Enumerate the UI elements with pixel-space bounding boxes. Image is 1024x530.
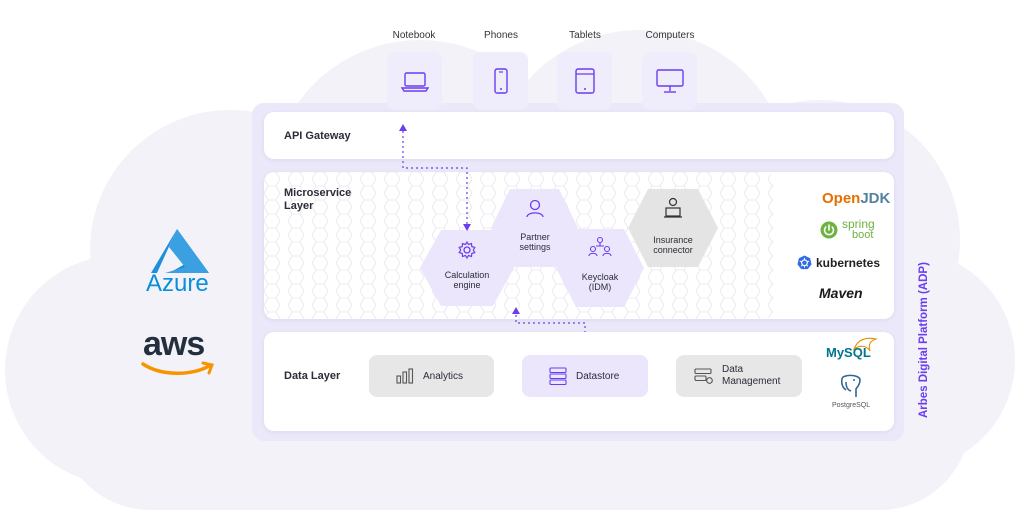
- calc-engine-label: Calculation engine: [432, 270, 502, 290]
- mysql-word: MySQL: [826, 345, 871, 360]
- data-layer-title: Data Layer: [284, 370, 341, 382]
- arrowhead-down-calc: [463, 224, 471, 231]
- mysql-logo: MySQL: [826, 337, 878, 360]
- insurance-line2: connector: [653, 245, 693, 255]
- insurance-line1: Insurance: [653, 235, 693, 245]
- datastore-label: Datastore: [576, 370, 620, 382]
- data-management-line1: Data: [722, 364, 744, 375]
- server-stack-icon: [549, 367, 567, 386]
- kubernetes-word: kubernetes: [816, 255, 881, 270]
- partner-settings-label: Partner settings: [500, 232, 570, 252]
- openjdk-logo: OpenJDK: [822, 190, 890, 207]
- microservice-title-line1: Microservice: [284, 187, 352, 199]
- device-tablets: [557, 52, 612, 110]
- connector-gateway-to-calc: [402, 126, 468, 228]
- platform-label: Arbes Digital Platform (ADP): [918, 262, 930, 418]
- people-network-icon: [588, 236, 612, 257]
- arrowhead-up-micro: [512, 307, 520, 314]
- keycloak-label: Keycloak (IDM): [565, 272, 635, 292]
- elephant-icon: [840, 374, 861, 397]
- gear-icon: [458, 240, 476, 260]
- server-gear-icon: [694, 368, 713, 384]
- azure-label: Azure: [146, 270, 209, 297]
- boot-word: boot: [852, 229, 874, 241]
- analytics-box: Analytics: [369, 355, 494, 397]
- user-icon: [526, 199, 544, 218]
- spring-word: spring: [842, 217, 875, 231]
- postgresql-label: PostgreSQL: [832, 402, 871, 409]
- device-notebook: [387, 52, 442, 110]
- kubernetes-logo: kubernetes: [797, 255, 880, 270]
- keycloak-line1: Keycloak: [581, 272, 619, 282]
- kubernetes-helm-icon: [797, 255, 812, 270]
- computer-icon: [655, 69, 684, 93]
- api-gateway-panel: [264, 112, 894, 159]
- phone-icon: [493, 68, 508, 94]
- openjdk-open: Open: [822, 190, 861, 207]
- insurance-connector-label: Insurance connector: [638, 235, 708, 255]
- device-computers: [642, 52, 697, 110]
- spring-power-icon: [820, 221, 838, 239]
- spring-boot-logo: spring boot: [820, 217, 875, 241]
- hex-insurance-connector: [628, 189, 718, 267]
- openjdk-jdk: JDK: [860, 190, 891, 207]
- calc-engine-line1: Calculation: [444, 270, 490, 280]
- device-label-computers: Computers: [645, 30, 695, 41]
- analytics-label: Analytics: [423, 370, 464, 382]
- data-management-box: Data Management: [676, 355, 802, 397]
- tablet-icon: [574, 68, 595, 94]
- bar-chart-icon: [396, 368, 414, 384]
- calc-engine-line2: engine: [453, 280, 481, 290]
- data-management-line2: Management: [722, 376, 781, 387]
- arrowhead-up-gateway: [399, 124, 407, 131]
- hex-partner-settings: [491, 189, 578, 267]
- partner-settings-line2: settings: [519, 242, 551, 252]
- api-gateway-title: API Gateway: [284, 130, 351, 142]
- datastore-box: Datastore: [522, 355, 648, 397]
- device-label-tablets: Tablets: [569, 30, 601, 41]
- azure-icon: [151, 229, 209, 273]
- device-label-phones: Phones: [484, 30, 518, 41]
- device-phones: [473, 52, 528, 110]
- keycloak-line2: (IDM): [588, 282, 612, 292]
- notebook-icon: [400, 72, 429, 92]
- hex-calculation-engine: [420, 230, 514, 306]
- device-label-notebook: Notebook: [392, 30, 436, 41]
- maven-logo: Maven: [819, 285, 863, 301]
- aws-label: aws: [143, 325, 205, 363]
- dolphin-icon: [852, 337, 878, 352]
- hex-keycloak: [556, 229, 644, 307]
- person-laptop-icon: [664, 197, 682, 218]
- microservice-title-line2: Layer: [284, 200, 314, 212]
- aws-smile-icon: [141, 361, 215, 375]
- microservice-title: Microservice Layer: [284, 187, 351, 213]
- partner-settings-line1: Partner: [520, 232, 550, 242]
